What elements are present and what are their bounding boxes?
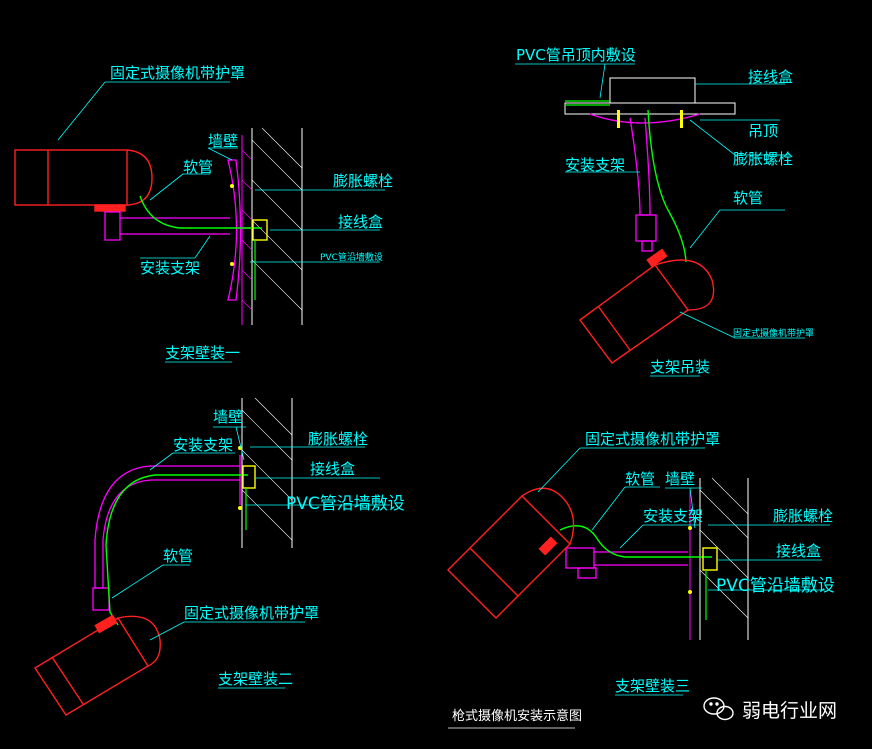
junction-box [252, 219, 268, 241]
junction-box [702, 547, 718, 571]
wechat-icon [703, 697, 734, 721]
watermark: 弱电行业网 [703, 697, 837, 722]
mount-bracket [92, 455, 241, 611]
mount-bracket [565, 547, 688, 579]
camera-housing [14, 149, 153, 212]
mount-bracket [629, 117, 657, 252]
figure-title: 支架吊装 [650, 358, 710, 376]
figure-wall-mount-3: 固定式摄像机带护罩 软管 墙壁 安装支架 膨胀螺栓 接线盒 PVC管沿墙敷设 支… [447, 430, 835, 696]
camera-label: 固定式摄像机带护罩 [184, 604, 319, 622]
expansion-bolt [688, 590, 692, 594]
box-label: 接线盒 [776, 542, 821, 560]
wall-label: 墙壁 [665, 470, 695, 488]
pvc-label: PVC管沿墙敷设 [320, 251, 383, 263]
junction-box [242, 465, 256, 489]
camera-label: 固定式摄像机带护罩 [585, 430, 720, 448]
box-label: 接线盒 [310, 460, 355, 478]
leader-lines [57, 81, 385, 263]
hose-label: 软管 [733, 189, 763, 207]
bolt-label: 膨胀螺栓 [773, 507, 833, 525]
drawing-caption: 枪式摄像机安装示意图 [452, 708, 582, 724]
camera-housing [34, 614, 161, 716]
wall-section [241, 397, 293, 548]
camera-housing [447, 487, 575, 619]
pvc-label: PVC管吊顶内敷设 [516, 46, 636, 64]
figure-ceiling-mount: PVC管吊顶内敷设 接线盒 吊顶 膨胀螺栓 安装支架 软管 固定式摄像机带护罩 … [515, 46, 814, 377]
bolt-label: 膨胀螺栓 [733, 150, 793, 168]
figure-wall-mount-2: 墙壁 安装支架 膨胀螺栓 接线盒 PVC管沿墙敷设 软管 固定式摄像机带护罩 支… [34, 397, 405, 716]
expansion-bolt [230, 184, 234, 188]
bolt-label: 膨胀螺栓 [308, 430, 368, 448]
expansion-bolt [230, 262, 234, 266]
expansion-bolt [688, 526, 692, 530]
bracket-label: 安装支架 [643, 507, 703, 525]
wall-section [241, 127, 303, 325]
pvc-label: PVC管沿墙敷设 [716, 576, 835, 596]
leader-lines [515, 63, 805, 339]
hose-label: 软管 [163, 547, 193, 565]
ceiling-label: 吊顶 [748, 122, 778, 140]
expansion-bolt [617, 110, 620, 128]
bolt-label: 膨胀螺栓 [333, 172, 393, 190]
camera-label: 固定式摄像机带护罩 [110, 64, 245, 82]
leader-lines [111, 426, 390, 641]
flexible-conduit [105, 474, 248, 626]
figure-title: 支架壁装三 [615, 677, 690, 695]
box-label: 接线盒 [338, 213, 383, 231]
wall-label: 墙壁 [213, 408, 243, 426]
bracket-label: 安装支架 [140, 259, 200, 277]
bracket-label: 安装支架 [565, 156, 625, 174]
mount-bracket [104, 159, 250, 301]
wall-label: 墙壁 [208, 132, 238, 150]
hose-label: 软管 [183, 158, 213, 176]
figure-title: 支架壁装二 [218, 670, 293, 688]
camera-housing [579, 248, 715, 364]
box-label: 接线盒 [748, 68, 793, 86]
hose-label: 软管 [625, 470, 655, 488]
figure-wall-mount-1: 固定式摄像机带护罩 墙壁 软管 膨胀螺栓 接线盒 安装支架 PVC管沿墙敷设 支… [14, 64, 393, 363]
bracket-label: 安装支架 [173, 436, 233, 454]
figure-title: 支架壁装一 [165, 344, 240, 362]
flexible-conduit [139, 195, 262, 229]
expansion-bolt [238, 506, 242, 510]
camera-label: 固定式摄像机带护罩 [733, 327, 814, 339]
wall-section [689, 477, 749, 640]
ceiling-section [564, 77, 736, 124]
expansion-bolt [680, 110, 683, 128]
pvc-label: PVC管沿墙敷设 [286, 494, 405, 514]
flexible-conduit [559, 525, 712, 558]
leader-lines [537, 447, 830, 591]
flexible-conduit [647, 109, 687, 263]
watermark-text: 弱电行业网 [742, 700, 837, 722]
